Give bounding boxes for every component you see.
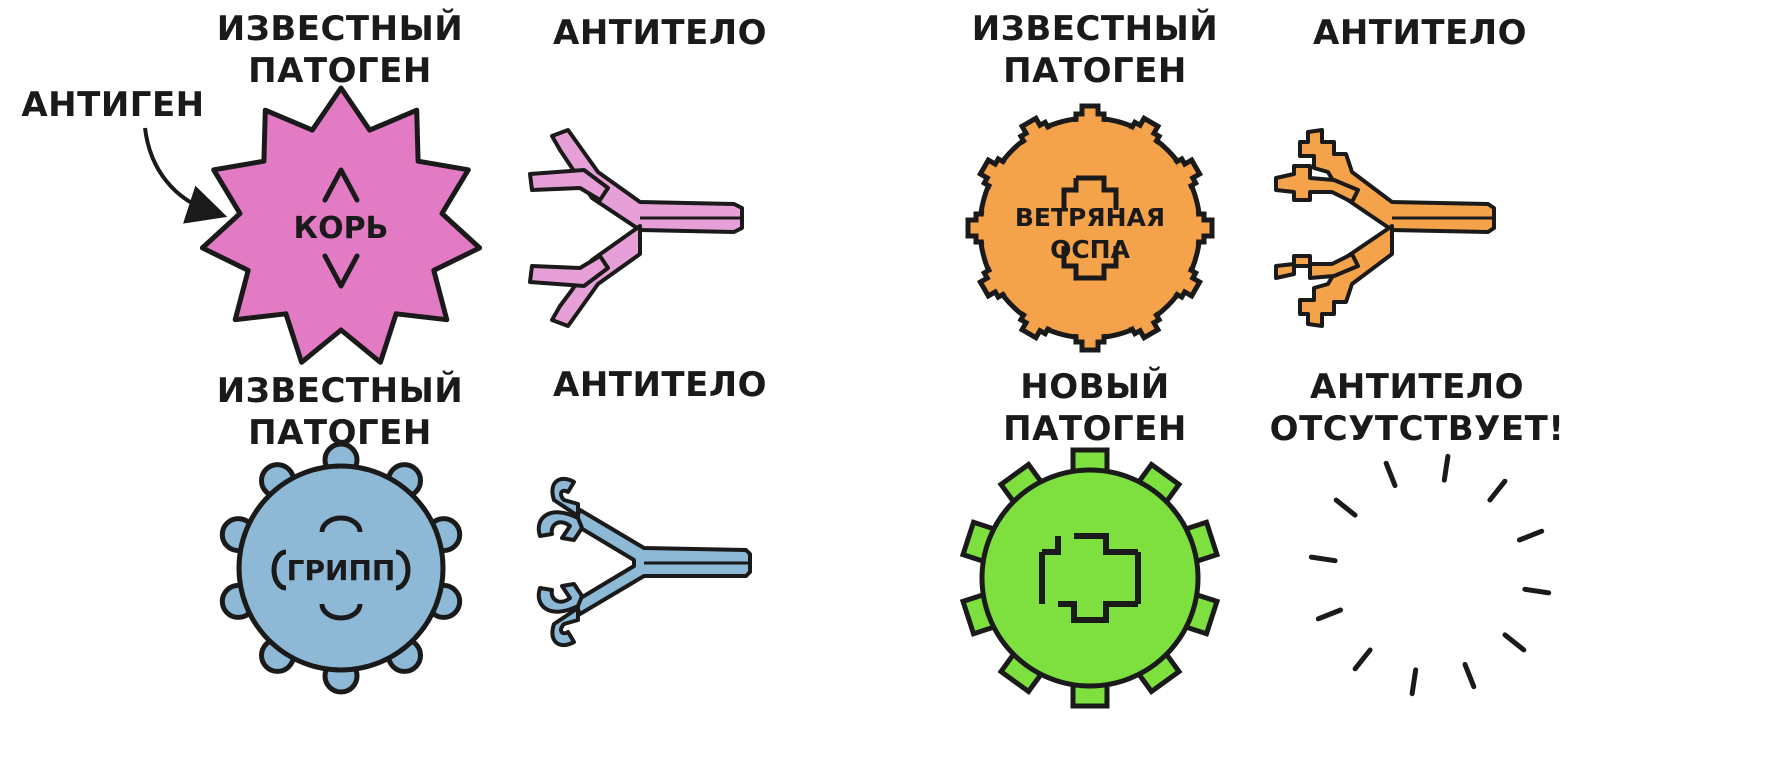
burst-dash [1412, 670, 1416, 694]
chickenpox-antibody [1276, 130, 1494, 326]
burst-dash [1505, 635, 1524, 650]
burst-dash [1519, 531, 1541, 540]
burst-dash [1318, 610, 1340, 619]
new-pathogen [963, 450, 1217, 706]
antigen-arrow [145, 128, 212, 212]
burst-dash [1465, 664, 1474, 686]
burst-dash [1336, 500, 1355, 515]
flu-name: ГРИПП [287, 554, 396, 587]
burst-dash [1490, 481, 1505, 500]
burst-dash [1444, 456, 1448, 480]
burst-dash [1525, 589, 1549, 593]
flu-pathogen: ГРИПП [222, 444, 459, 692]
measles-name: КОРЬ [294, 211, 389, 246]
burst-dash [1386, 463, 1395, 485]
flu-antibody [539, 479, 750, 645]
burst-dash [1355, 650, 1370, 669]
burst-dash [1311, 557, 1335, 561]
new-pathogen-body [982, 470, 1198, 686]
measles-antibody [530, 130, 742, 326]
missing-antibody-burst [1311, 456, 1548, 693]
chickenpox-pathogen: ВЕТРЯНАЯ ОСПА [968, 106, 1212, 350]
chickenpox-name-line1: ВЕТРЯНАЯ [1015, 203, 1165, 232]
chickenpox-name-line2: ОСПА [1050, 235, 1131, 264]
measles-pathogen: КОРЬ [202, 88, 479, 362]
